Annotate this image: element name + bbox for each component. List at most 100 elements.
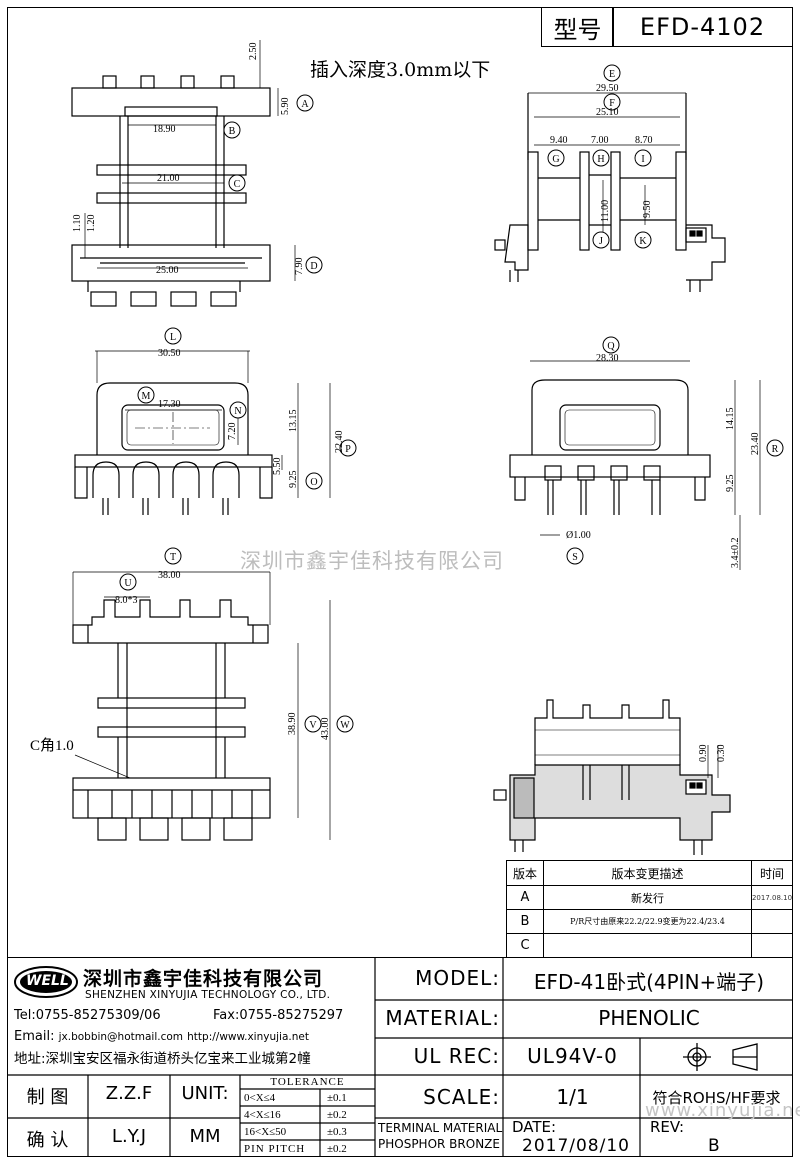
label-K: K bbox=[639, 236, 647, 247]
header-model-value: EFD-4102 bbox=[612, 7, 793, 47]
email-value: jx.bobbin@hotmail.com bbox=[58, 1031, 184, 1043]
dim-38.90: 38.90 bbox=[287, 713, 298, 736]
chamfer-note: C角1.0 bbox=[30, 737, 74, 754]
dim-9.25: 9.25 bbox=[288, 471, 299, 489]
dim-28.30: 28.30 bbox=[596, 353, 619, 364]
tolerance-range: PIN PITCH bbox=[244, 1143, 306, 1155]
view-section bbox=[493, 699, 731, 855]
dim-23.40: 23.40 bbox=[750, 433, 761, 456]
dim-7.00: 7.00 bbox=[591, 135, 609, 146]
model-label: MODEL: bbox=[415, 966, 500, 990]
company-name-en: SHENZHEN XINYUJIA TECHNOLOGY CO., LTD. bbox=[85, 989, 331, 1001]
label-V: V bbox=[309, 720, 317, 731]
tolerance-value: ±0.3 bbox=[327, 1126, 347, 1138]
email-label: Email: bbox=[14, 1029, 55, 1044]
dim-11.00: 11.00 bbox=[600, 200, 611, 222]
dim-8.70: 8.70 bbox=[635, 135, 653, 146]
label-I: I bbox=[641, 154, 644, 165]
dim-dia-1.00: Ø1.00 bbox=[566, 530, 591, 541]
label-M: M bbox=[142, 391, 151, 402]
checked-value: L.Y.J bbox=[111, 1126, 147, 1147]
label-F: F bbox=[609, 98, 615, 109]
dim-30.50: 30.50 bbox=[158, 348, 181, 359]
dim-17.30: 17.30 bbox=[158, 399, 181, 410]
dim-7.20: 7.20 bbox=[227, 423, 238, 441]
logo-text: WELL bbox=[26, 973, 69, 989]
label-N: N bbox=[234, 406, 241, 417]
dim-0.30: 0.30 bbox=[716, 745, 727, 763]
drawn-label: 制 图 bbox=[26, 1087, 69, 1108]
label-B: B bbox=[229, 126, 236, 137]
date-value: 2017/08/10 bbox=[522, 1136, 630, 1156]
dim-1.20: 1.20 bbox=[86, 215, 97, 233]
rohs-note: 符合ROHS/HF要求 bbox=[652, 1089, 781, 1107]
insertion-depth-note: 插入深度3.0mm以下 bbox=[310, 59, 491, 81]
label-O: O bbox=[310, 477, 317, 488]
dim-21.00: 21.00 bbox=[157, 173, 180, 184]
tolerance-value: ±0.2 bbox=[327, 1143, 347, 1155]
label-Q: Q bbox=[607, 341, 615, 352]
checked-label: 确 认 bbox=[26, 1130, 69, 1151]
view-side-mid bbox=[509, 360, 761, 570]
revision-table: 版本 版本变更描述 时间 A 新发行 2017.08.10 B P/R尺寸由原来… bbox=[506, 860, 793, 958]
watermark-url: www.xinyujia.net bbox=[645, 1100, 800, 1121]
dim-38.00: 38.00 bbox=[158, 570, 181, 581]
rev-label: REV: bbox=[650, 1118, 684, 1136]
label-S: S bbox=[572, 552, 578, 563]
drawn-value: Z.Z.F bbox=[105, 1083, 153, 1104]
label-D: D bbox=[310, 261, 317, 272]
view-front-top bbox=[71, 40, 296, 307]
ul-rec-label: UL REC: bbox=[413, 1044, 500, 1068]
dim-14.15: 14.15 bbox=[725, 408, 736, 431]
tolerance-range: 16<X≤50 bbox=[244, 1126, 287, 1138]
dim-1.10: 1.10 bbox=[72, 215, 83, 233]
dim-25.00: 25.00 bbox=[156, 265, 179, 276]
dim-8.0x3: 8.0*3 bbox=[115, 595, 138, 606]
dim-5.50: 5.50 bbox=[272, 458, 283, 476]
company-fax: Fax:0755-85275297 bbox=[213, 1008, 344, 1023]
unit-value: MM bbox=[189, 1126, 221, 1147]
tolerance-range: 4<X≤16 bbox=[244, 1109, 281, 1121]
view-front-mid bbox=[74, 350, 331, 515]
date-label: DATE: bbox=[512, 1118, 557, 1136]
dim-0.90: 0.90 bbox=[698, 745, 709, 763]
view-top-bottom bbox=[72, 571, 331, 841]
label-T: T bbox=[170, 552, 176, 563]
dim-5.90: 5.90 bbox=[280, 98, 291, 116]
technical-drawing: 2.50 5.90 18.90 21.00 1.10 1.20 25.00 7.… bbox=[30, 40, 784, 855]
tolerance-value: ±0.1 bbox=[327, 1092, 347, 1104]
dim-43.00: 43.00 bbox=[320, 718, 331, 741]
dim-22.40: 22.40 bbox=[334, 431, 345, 454]
model-value: EFD-41卧式(4PIN+端子) bbox=[533, 970, 765, 994]
unit-label: UNIT: bbox=[181, 1083, 229, 1104]
website-value: http://www.xinyujia.net bbox=[187, 1031, 309, 1043]
label-C: C bbox=[234, 179, 241, 190]
scale-label: SCALE: bbox=[423, 1085, 500, 1109]
label-P: P bbox=[345, 444, 351, 455]
company-tel: Tel:0755-85275309/06 bbox=[14, 1008, 161, 1023]
dim-9.40: 9.40 bbox=[550, 135, 568, 146]
dim-18.90: 18.90 bbox=[153, 124, 176, 135]
label-J: J bbox=[599, 236, 603, 247]
label-G: G bbox=[552, 154, 559, 165]
ul-rec-value: UL94V-0 bbox=[527, 1044, 618, 1068]
company-contact: Email: jx.bobbin@hotmail.com http://www.… bbox=[14, 1029, 309, 1044]
projection-symbol bbox=[683, 1043, 758, 1071]
dim-7.90: 7.90 bbox=[294, 258, 305, 276]
label-W: W bbox=[340, 720, 350, 731]
dim-9.50: 9.50 bbox=[642, 201, 653, 219]
dim-2.50: 2.50 bbox=[248, 43, 259, 61]
label-A: A bbox=[301, 99, 309, 110]
dim-3.4: 3.4±0.2 bbox=[730, 538, 741, 569]
dim-9.25-right: 9.25 bbox=[725, 475, 736, 493]
dim-25.10: 25.10 bbox=[596, 107, 619, 118]
dim-29.50: 29.50 bbox=[596, 83, 619, 94]
header-model-label: 型号 bbox=[541, 7, 614, 47]
company-name-cn: 深圳市鑫宇佳科技有限公司 bbox=[83, 968, 324, 990]
terminal-material-line2: PHOSPHOR BRONZE bbox=[378, 1137, 500, 1151]
dim-13.15: 13.15 bbox=[288, 410, 299, 433]
tolerance-title: TOLERANCE bbox=[270, 1076, 345, 1088]
label-L: L bbox=[170, 332, 176, 343]
company-address: 地址:深圳宝安区福永街道桥头亿宝来工业城第2幢 bbox=[14, 1051, 311, 1067]
